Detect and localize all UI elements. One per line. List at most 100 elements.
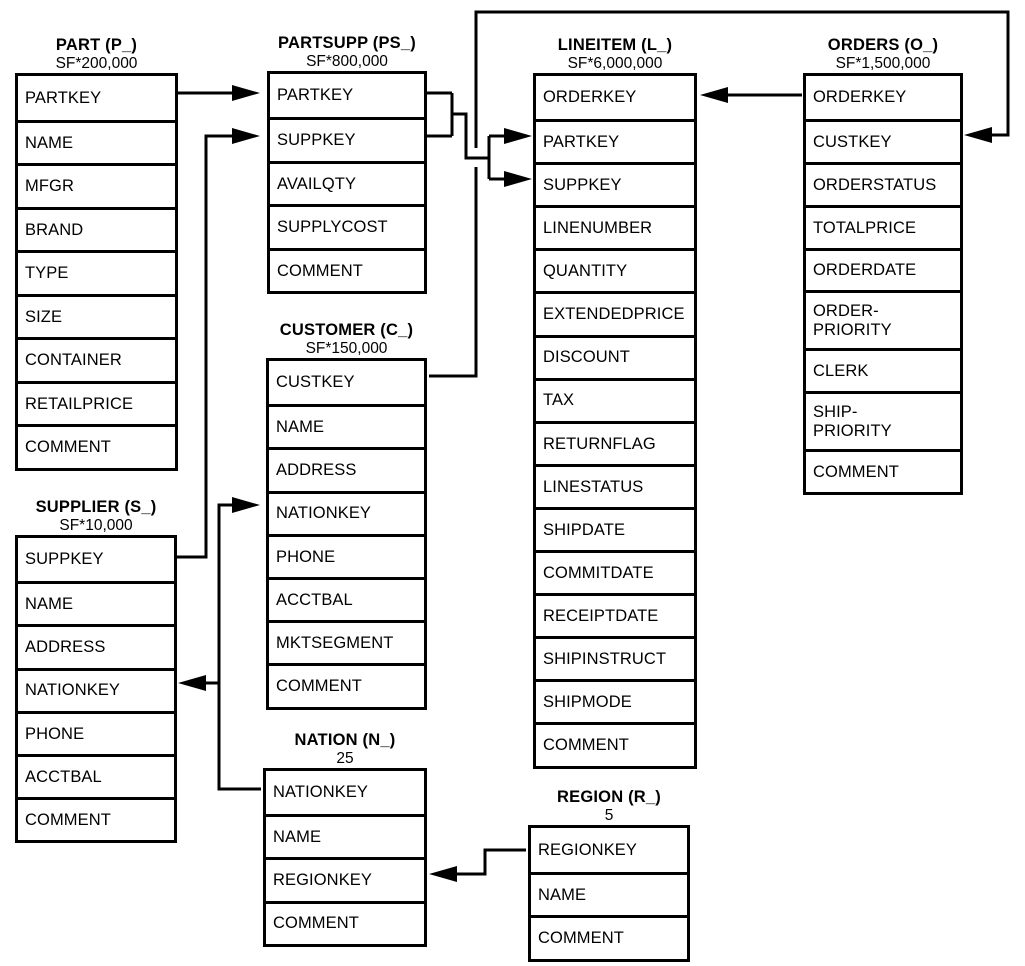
field-lineitem-returnflag: RETURNFLAG (536, 420, 694, 464)
field-customer-comment: COMMENT (269, 663, 424, 706)
field-orders-comment: COMMENT (806, 449, 960, 492)
field-part-partkey: PARTKEY (25, 88, 102, 107)
field-orders-custkey: CUSTKEY (806, 119, 960, 162)
field-orders-clerk: CLERK (806, 348, 960, 391)
field-orders-ship-priority: SHIP- PRIORITY (806, 391, 960, 449)
arrowhead-icon (429, 866, 457, 882)
field-nation-nationkey: NATIONKEY (273, 783, 369, 802)
relationship-line (452, 112, 489, 160)
table-header-orders: ORDERS (O_)SF*1,500,000 (766, 35, 1000, 74)
relationship-line (175, 134, 232, 559)
field-lineitem-shipdate: SHIPDATE (536, 506, 694, 550)
table-cardinality: SF*800,000 (306, 53, 388, 71)
rel-orders-orderkey-to-lineitem-orderkey (700, 87, 802, 103)
field-lineitem-commitdate: COMMITDATE (536, 550, 694, 593)
field-part-name: NAME (18, 119, 175, 164)
field-lineitem-quantity: QUANTITY (536, 248, 694, 291)
table-title: PARTSUPP (PS_) (278, 33, 416, 52)
relationship-line (474, 10, 1010, 148)
field-partsupp-availqty: AVAILQTY (270, 160, 424, 204)
rel-nation-nationkey-to-supplier-nationkey (178, 675, 219, 691)
table-cardinality: 5 (604, 807, 614, 825)
arrowhead-icon (232, 85, 260, 101)
field-partsupp-supplycost: SUPPLYCOST (270, 204, 424, 247)
field-orders-totalprice: TOTALPRICE (806, 205, 960, 248)
field-supplier-acctbal: ACCTBAL (18, 753, 174, 797)
rel-nation-nationkey-to-customer-nationkey (217, 497, 261, 791)
table-header-region: REGION (R_)5 (491, 787, 727, 826)
field-supplier-suppkey: SUPPKEY (25, 550, 104, 569)
field-part-type: TYPE (18, 250, 175, 294)
rel-region-regionkey-to-nation-regionkey (429, 848, 526, 882)
field-supplier-nationkey: NATIONKEY (18, 667, 174, 711)
arrowhead-icon (504, 128, 532, 144)
field-lineitem-suppkey: SUPPKEY (536, 162, 694, 205)
field-supplier-phone: PHONE (18, 710, 174, 754)
table-header-nation: NATION (N_)25 (226, 730, 464, 769)
field-customer-phone: PHONE (269, 533, 424, 577)
field-lineitem-linenumber: LINENUMBER (536, 205, 694, 248)
field-lineitem-shipmode: SHIPMODE (536, 679, 694, 722)
field-lineitem-comment: COMMENT (536, 722, 694, 765)
field-nation-name: NAME (266, 814, 424, 857)
field-lineitem-orderkey: ORDERKEY (543, 88, 637, 107)
table-title: SUPPLIER (S_) (35, 497, 157, 516)
rel-part-partkey-to-partsupp-partkey (176, 85, 260, 101)
field-customer-acctbal: ACCTBAL (269, 576, 424, 620)
arrowhead-icon (964, 127, 992, 143)
table-cardinality: SF*10,000 (59, 517, 133, 535)
table-title: REGION (R_) (557, 787, 661, 806)
field-orders-orderstatus: ORDERSTATUS (806, 162, 960, 205)
rel-supplier-suppkey-to-partsupp-suppkey (175, 128, 260, 559)
table-cardinality: SF*150,000 (305, 340, 388, 358)
field-orders-order-priority: ORDER- PRIORITY (806, 290, 960, 348)
field-part-mfgr: MFGR (18, 163, 175, 207)
table-cardinality: SF*6,000,000 (567, 55, 663, 73)
field-region-regionkey: REGIONKEY (538, 840, 638, 859)
field-orders-orderdate: ORDERDATE (806, 248, 960, 290)
field-customer-address: ADDRESS (269, 447, 424, 490)
field-customer-custkey: CUSTKEY (276, 373, 355, 392)
arrowhead-icon (232, 128, 260, 144)
field-partsupp-suppkey: SUPPKEY (270, 117, 424, 160)
arrowhead-icon (232, 497, 260, 513)
field-supplier-address: ADDRESS (18, 624, 174, 667)
field-part-container: CONTAINER (18, 337, 175, 381)
table-title: ORDERS (O_) (827, 35, 939, 54)
field-lineitem-partkey: PARTKEY (536, 119, 694, 162)
field-nation-comment: COMMENT (266, 900, 424, 944)
field-lineitem-extendedprice: EXTENDEDPRICE (536, 291, 694, 334)
field-partsupp-partkey: PARTKEY (277, 86, 354, 105)
field-part-comment: COMMENT (18, 424, 175, 468)
field-customer-nationkey: NATIONKEY (269, 490, 424, 534)
field-customer-mktsegment: MKTSEGMENT (269, 620, 424, 663)
arrowhead-icon (178, 675, 206, 691)
table-title: NATION (N_) (294, 730, 396, 749)
field-nation-regionkey: REGIONKEY (266, 857, 424, 900)
field-region-name: NAME (531, 871, 687, 916)
table-header-lineitem: LINEITEM (L_)SF*6,000,000 (496, 35, 734, 74)
field-part-retailprice: RETAILPRICE (18, 380, 175, 425)
field-orders-orderkey: ORDERKEY (813, 88, 907, 107)
table-title: CUSTOMER (C_) (279, 320, 414, 339)
rel-partsupp-suppkey-to-lineitem-suppkey (425, 134, 532, 187)
field-lineitem-linestatus: LINESTATUS (536, 463, 694, 507)
rel-partsupp-partkey-to-lineitem-partkey (425, 91, 532, 179)
table-header-partsupp: PARTSUPP (PS_)SF*800,000 (230, 33, 464, 72)
field-lineitem-receiptdate: RECEIPTDATE (536, 593, 694, 636)
arrowhead-icon (700, 87, 728, 103)
relationship-line (217, 503, 261, 791)
table-cardinality: SF*200,000 (55, 55, 138, 73)
field-supplier-name: NAME (18, 581, 174, 624)
field-lineitem-tax: TAX (536, 377, 694, 421)
